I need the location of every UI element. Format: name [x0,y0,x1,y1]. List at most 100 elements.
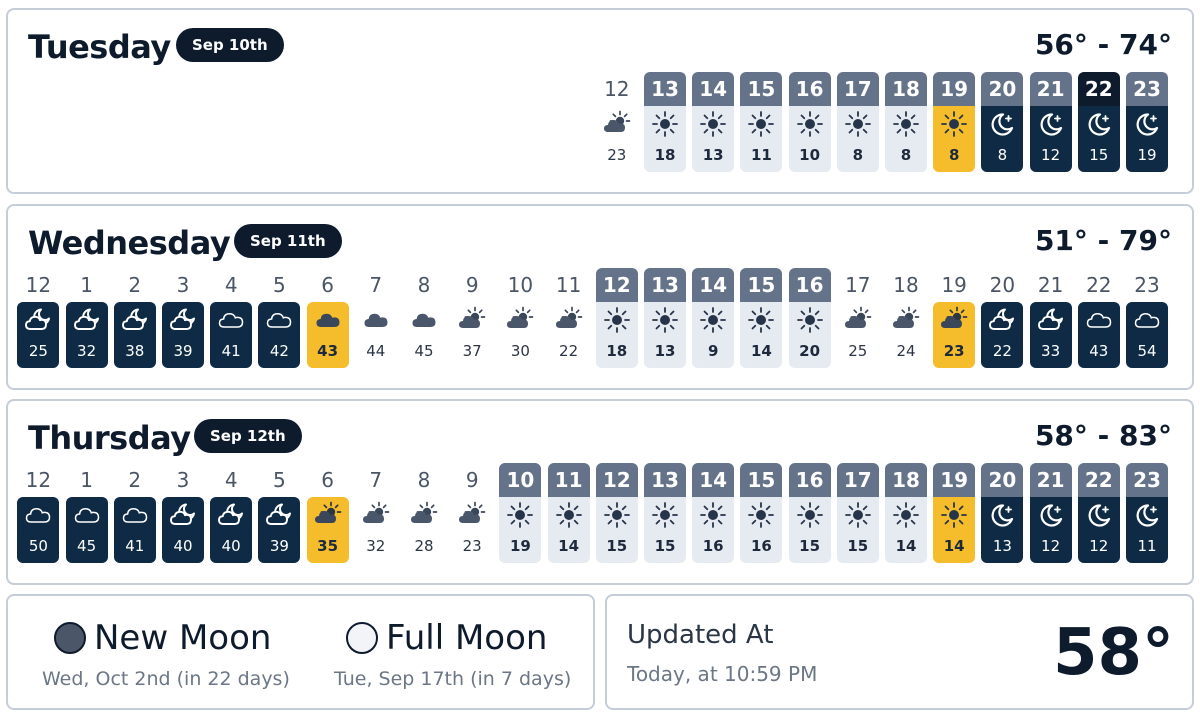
hour-label: 1 [80,273,93,297]
hour-box [595,302,638,368]
day-title: Wednesday [28,224,231,262]
hour-box [1126,497,1168,563]
hour-value: 14 [750,342,772,360]
hour-label: 15 [740,268,783,302]
hour-box [885,497,927,563]
hour-label: 12 [25,273,52,297]
new-moon: New Moon [54,618,271,658]
hour-value: 39 [173,342,193,360]
hour-cell: 20 22 [981,266,1024,378]
hour-value: 23 [607,146,627,164]
moon-star-icon [1085,110,1113,138]
sun-icon [796,501,824,529]
partly-cloudy-sun-icon [940,306,968,334]
hour-box [1029,302,1072,368]
hour-value: 8 [997,146,1008,164]
partly-cloudy-moon-icon [1037,306,1065,334]
hour-label: 23 [1126,72,1168,106]
hour-label: 13 [644,463,686,497]
hour-value: 12 [1041,146,1061,164]
hour-box [499,497,542,563]
hour-value: 19 [509,537,531,555]
sun-icon [747,110,775,138]
hour-value: 41 [221,342,241,360]
hour-value: 23 [462,537,482,555]
hour-label: 15 [740,72,783,106]
hour-label: 9 [465,468,479,492]
temp-range: 56° - 74° [1034,28,1172,61]
hour-label: 19 [941,273,967,297]
hour-box [210,497,253,563]
hour-label: 10 [507,273,534,297]
hour-label: 2 [128,468,142,492]
hour-value: 30 [510,342,530,360]
moon-star-icon [988,501,1016,529]
hour-label: 22 [1077,463,1120,497]
hour-label: 16 [788,268,831,302]
temp-range: 51° - 79° [1034,224,1172,257]
moon-name: Full Moon [386,618,548,658]
hour-cell: 22 15 [1077,70,1120,182]
hour-box [1077,106,1120,172]
hour-label: 12 [595,463,638,497]
hour-box [17,302,60,368]
hour-label: 14 [692,463,735,497]
sun-icon [651,501,679,529]
sun-icon [796,306,824,334]
partly-cloudy-moon-icon [217,501,245,529]
cloud-icon [265,306,293,334]
hour-value: 15 [1089,146,1109,164]
hour-value: 16 [750,537,772,555]
date-pill: Sep 11th [234,224,342,258]
hour-box [162,302,204,368]
hour-label: 6 [321,273,334,297]
hour-label: 3 [176,273,190,297]
partly-cloudy-sun-icon [362,501,390,529]
hour-value: 45 [77,537,97,555]
date-pill: Sep 10th [176,28,284,62]
temp-range: 58° - 83° [1034,419,1172,452]
hour-label: 11 [547,463,590,497]
hour-value: 13 [654,342,676,360]
sun-icon [603,501,631,529]
hour-label: 21 [1029,463,1072,497]
hour-label: 12 [595,268,638,302]
cloud-icon [410,306,438,334]
moon-star-icon [1085,501,1113,529]
hour-value: 14 [895,537,917,555]
hour-box [644,497,686,563]
hour-cell: 4 40 [210,461,253,573]
hour-value: 10 [799,146,821,164]
partly-cloudy-moon-icon [73,306,101,334]
hour-cell: 21 12 [1029,461,1072,573]
hour-value: 35 [317,537,339,555]
hour-box [836,497,879,563]
partly-cloudy-moon-icon [265,501,293,529]
hour-label: 19 [933,463,976,497]
hour-value: 32 [77,342,97,360]
sun-icon [506,501,534,529]
hour-value: 8 [900,146,912,164]
hour-label: 7 [369,468,383,492]
date-pill: Sep 12th [194,419,302,453]
cloud-icon [314,306,342,334]
sun-icon [651,306,679,334]
hour-box [1077,302,1120,368]
hour-label: 14 [692,72,735,106]
partly-cloudy-sun-icon [506,306,534,334]
